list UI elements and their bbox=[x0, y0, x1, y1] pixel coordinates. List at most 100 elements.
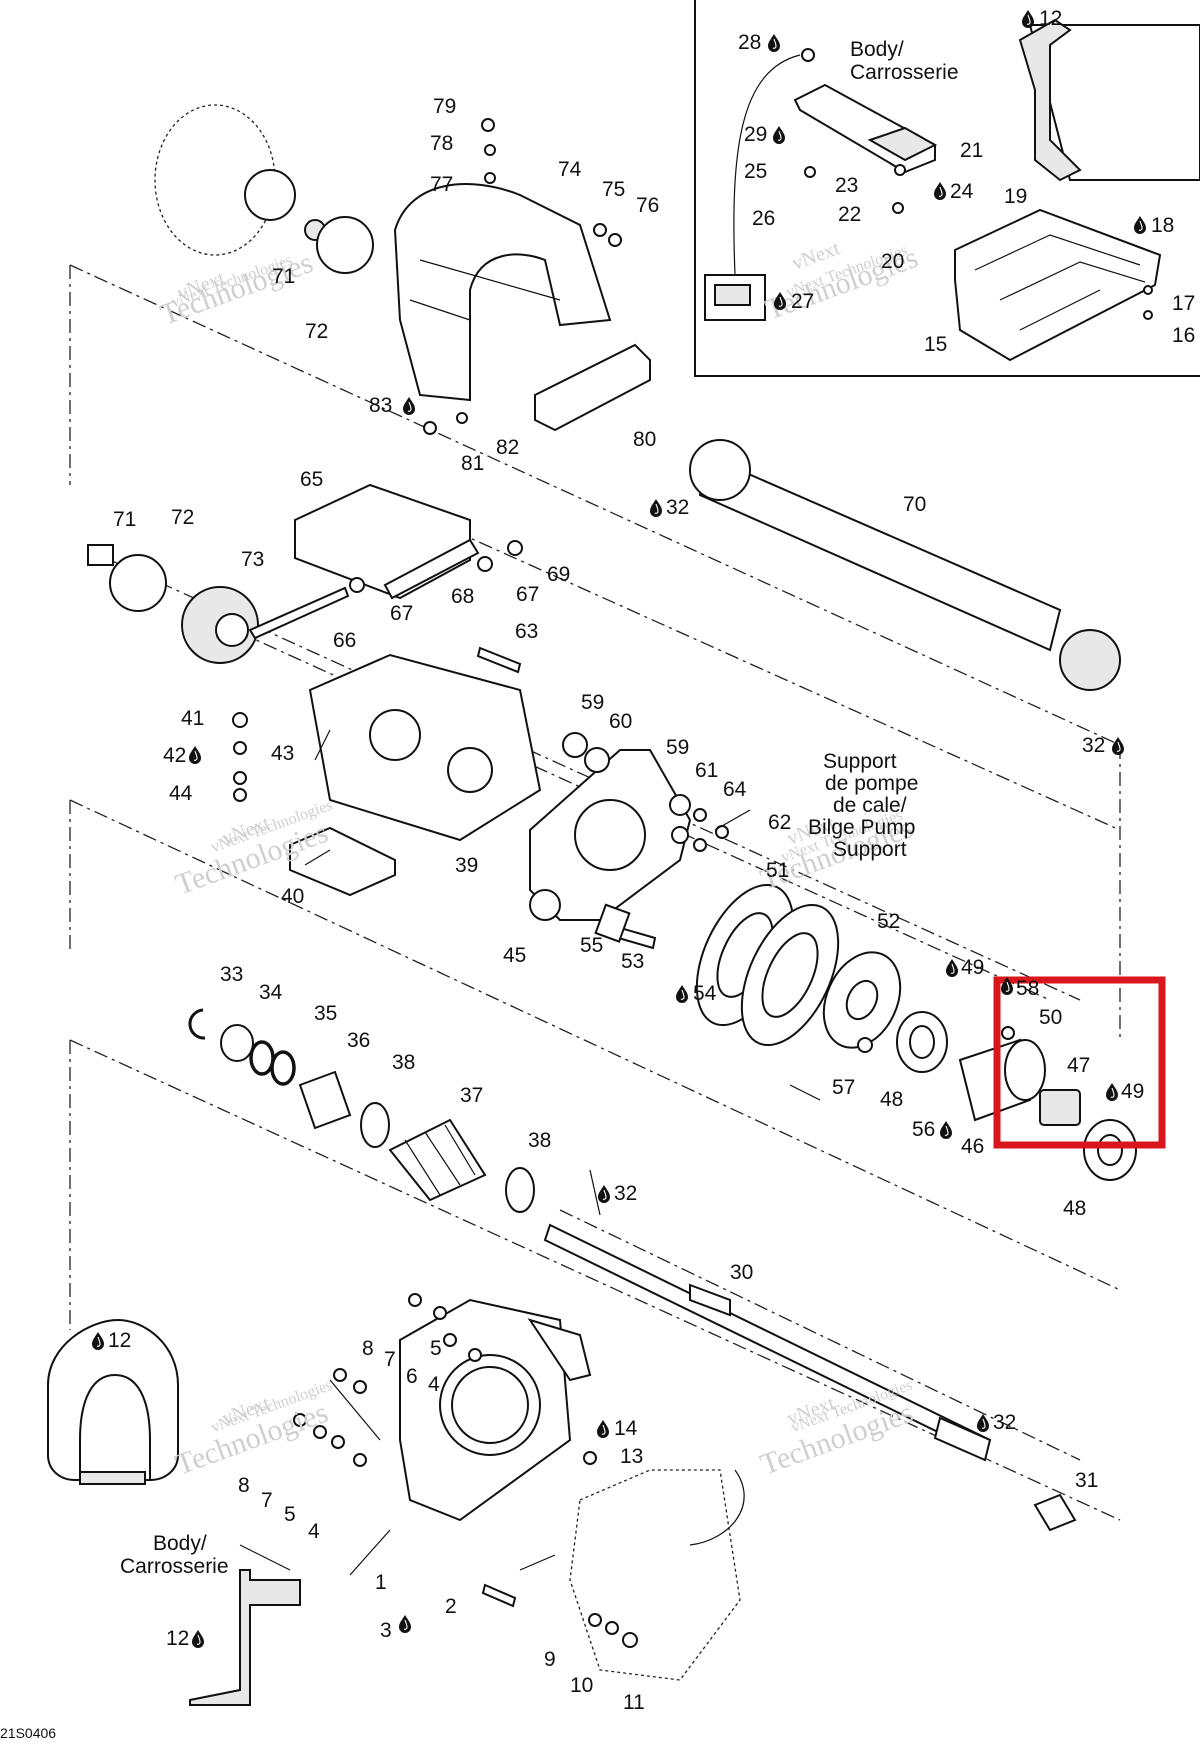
callout-27: 27 bbox=[791, 290, 814, 313]
callout-5: 5 bbox=[430, 1337, 442, 1360]
callout-15: 15 bbox=[924, 333, 947, 356]
callout-38: 38 bbox=[528, 1129, 551, 1152]
drop-icon bbox=[772, 125, 786, 145]
callout-23: 23 bbox=[835, 174, 858, 197]
callout-48: 48 bbox=[1063, 1197, 1086, 1220]
notes: Body/ Carrosserie Body/ Carrosserie Supp… bbox=[0, 38, 959, 1741]
callout-7: 7 bbox=[384, 1348, 396, 1371]
drop-icon bbox=[398, 1614, 412, 1634]
callout-48: 48 bbox=[880, 1088, 903, 1111]
callout-24: 24 bbox=[950, 180, 974, 203]
drop-icon bbox=[933, 181, 947, 201]
callout-67: 67 bbox=[390, 602, 413, 625]
callout-10: 10 bbox=[570, 1674, 593, 1697]
callout-83: 83 bbox=[369, 394, 392, 417]
callout-34: 34 bbox=[259, 981, 283, 1004]
callout-63: 63 bbox=[515, 620, 538, 643]
callout-50: 50 bbox=[1039, 1006, 1062, 1029]
callout-28: 28 bbox=[738, 31, 761, 54]
drop-icon bbox=[976, 1413, 990, 1433]
callout-66: 66 bbox=[333, 629, 356, 652]
callout-67: 67 bbox=[516, 583, 539, 606]
part-callouts: 1 2 3 4 4 5 5 6 7 7 8 8 9 10 11 12 12 12… bbox=[108, 7, 1195, 1714]
drop-icon bbox=[1021, 9, 1035, 29]
callout-51: 51 bbox=[766, 859, 789, 882]
callout-75: 75 bbox=[602, 178, 625, 201]
callout-4: 4 bbox=[308, 1520, 320, 1543]
callout-81: 81 bbox=[461, 452, 484, 475]
drop-icon bbox=[1111, 736, 1125, 756]
callout-69: 69 bbox=[547, 563, 570, 586]
callout-19: 19 bbox=[1004, 185, 1027, 208]
drawing-code: 21S0406 bbox=[0, 1725, 56, 1741]
callout-53: 53 bbox=[621, 950, 644, 973]
callout-72: 72 bbox=[305, 320, 328, 343]
callout-26: 26 bbox=[752, 207, 775, 230]
callout-62: 62 bbox=[768, 811, 791, 834]
middle-parts bbox=[87, 483, 1137, 1181]
callout-38: 38 bbox=[392, 1051, 415, 1074]
callout-4: 4 bbox=[428, 1373, 440, 1396]
callout-36: 36 bbox=[347, 1029, 370, 1052]
drop-icon bbox=[767, 33, 781, 53]
highlight-box bbox=[993, 976, 1166, 1149]
callout-65: 65 bbox=[300, 468, 323, 491]
callout-73: 73 bbox=[241, 548, 264, 571]
callout-21: 21 bbox=[960, 139, 983, 162]
callout-22: 22 bbox=[838, 203, 861, 226]
callout-82: 82 bbox=[496, 436, 519, 459]
callout-64: 64 bbox=[723, 778, 747, 801]
callout-56: 56 bbox=[912, 1118, 935, 1141]
callout-49: 49 bbox=[1121, 1080, 1144, 1103]
note-bilge-support: Bilge Pump bbox=[808, 816, 915, 839]
callout-31: 31 bbox=[1075, 1469, 1098, 1492]
callout-79: 79 bbox=[433, 95, 456, 118]
callout-12: 12 bbox=[108, 1329, 131, 1352]
callout-72: 72 bbox=[171, 506, 194, 529]
callout-45: 45 bbox=[503, 944, 526, 967]
callout-39: 39 bbox=[455, 854, 478, 877]
callout-32: 32 bbox=[614, 1182, 637, 1205]
bottom-parts bbox=[47, 1293, 741, 1706]
drop-icon bbox=[596, 1419, 610, 1439]
drop-icon bbox=[402, 396, 416, 416]
callout-49: 49 bbox=[961, 956, 984, 979]
callout-52: 52 bbox=[877, 910, 900, 933]
drop-icon bbox=[1105, 1082, 1119, 1102]
callout-74: 74 bbox=[558, 158, 582, 181]
callout-76: 76 bbox=[636, 194, 659, 217]
callout-61: 61 bbox=[695, 759, 718, 782]
callout-17: 17 bbox=[1172, 292, 1195, 315]
callout-5: 5 bbox=[284, 1503, 296, 1526]
callout-47: 47 bbox=[1067, 1054, 1090, 1077]
callout-71: 71 bbox=[272, 265, 295, 288]
callout-35: 35 bbox=[314, 1002, 337, 1025]
callout-70: 70 bbox=[903, 493, 926, 516]
callout-59: 59 bbox=[666, 736, 689, 759]
note-body-top: Carrosserie bbox=[850, 61, 959, 84]
drop-icon bbox=[939, 1120, 953, 1140]
callout-16: 16 bbox=[1172, 324, 1195, 347]
callout-25: 25 bbox=[744, 160, 767, 183]
callout-9: 9 bbox=[544, 1648, 556, 1671]
callout-80: 80 bbox=[633, 428, 656, 451]
callout-6: 6 bbox=[406, 1365, 418, 1388]
note-body-bottom: Carrosserie bbox=[120, 1555, 229, 1578]
callout-12: 12 bbox=[1039, 7, 1062, 30]
drop-icon bbox=[945, 958, 959, 978]
callout-42: 42 bbox=[163, 744, 186, 767]
callout-20: 20 bbox=[881, 250, 904, 273]
note-bilge-support: Support bbox=[833, 838, 907, 861]
callout-8: 8 bbox=[238, 1474, 250, 1497]
callout-32: 32 bbox=[666, 496, 689, 519]
callout-59: 59 bbox=[581, 691, 604, 714]
callout-40: 40 bbox=[281, 885, 304, 908]
callout-8: 8 bbox=[362, 1337, 374, 1360]
callout-37: 37 bbox=[460, 1084, 483, 1107]
note-bilge-support: de cale/ bbox=[833, 794, 907, 817]
callout-58: 58 bbox=[1016, 977, 1039, 1000]
drop-icon bbox=[188, 745, 202, 765]
callout-41: 41 bbox=[181, 707, 204, 730]
lower-middle-parts bbox=[188, 1008, 1077, 1532]
